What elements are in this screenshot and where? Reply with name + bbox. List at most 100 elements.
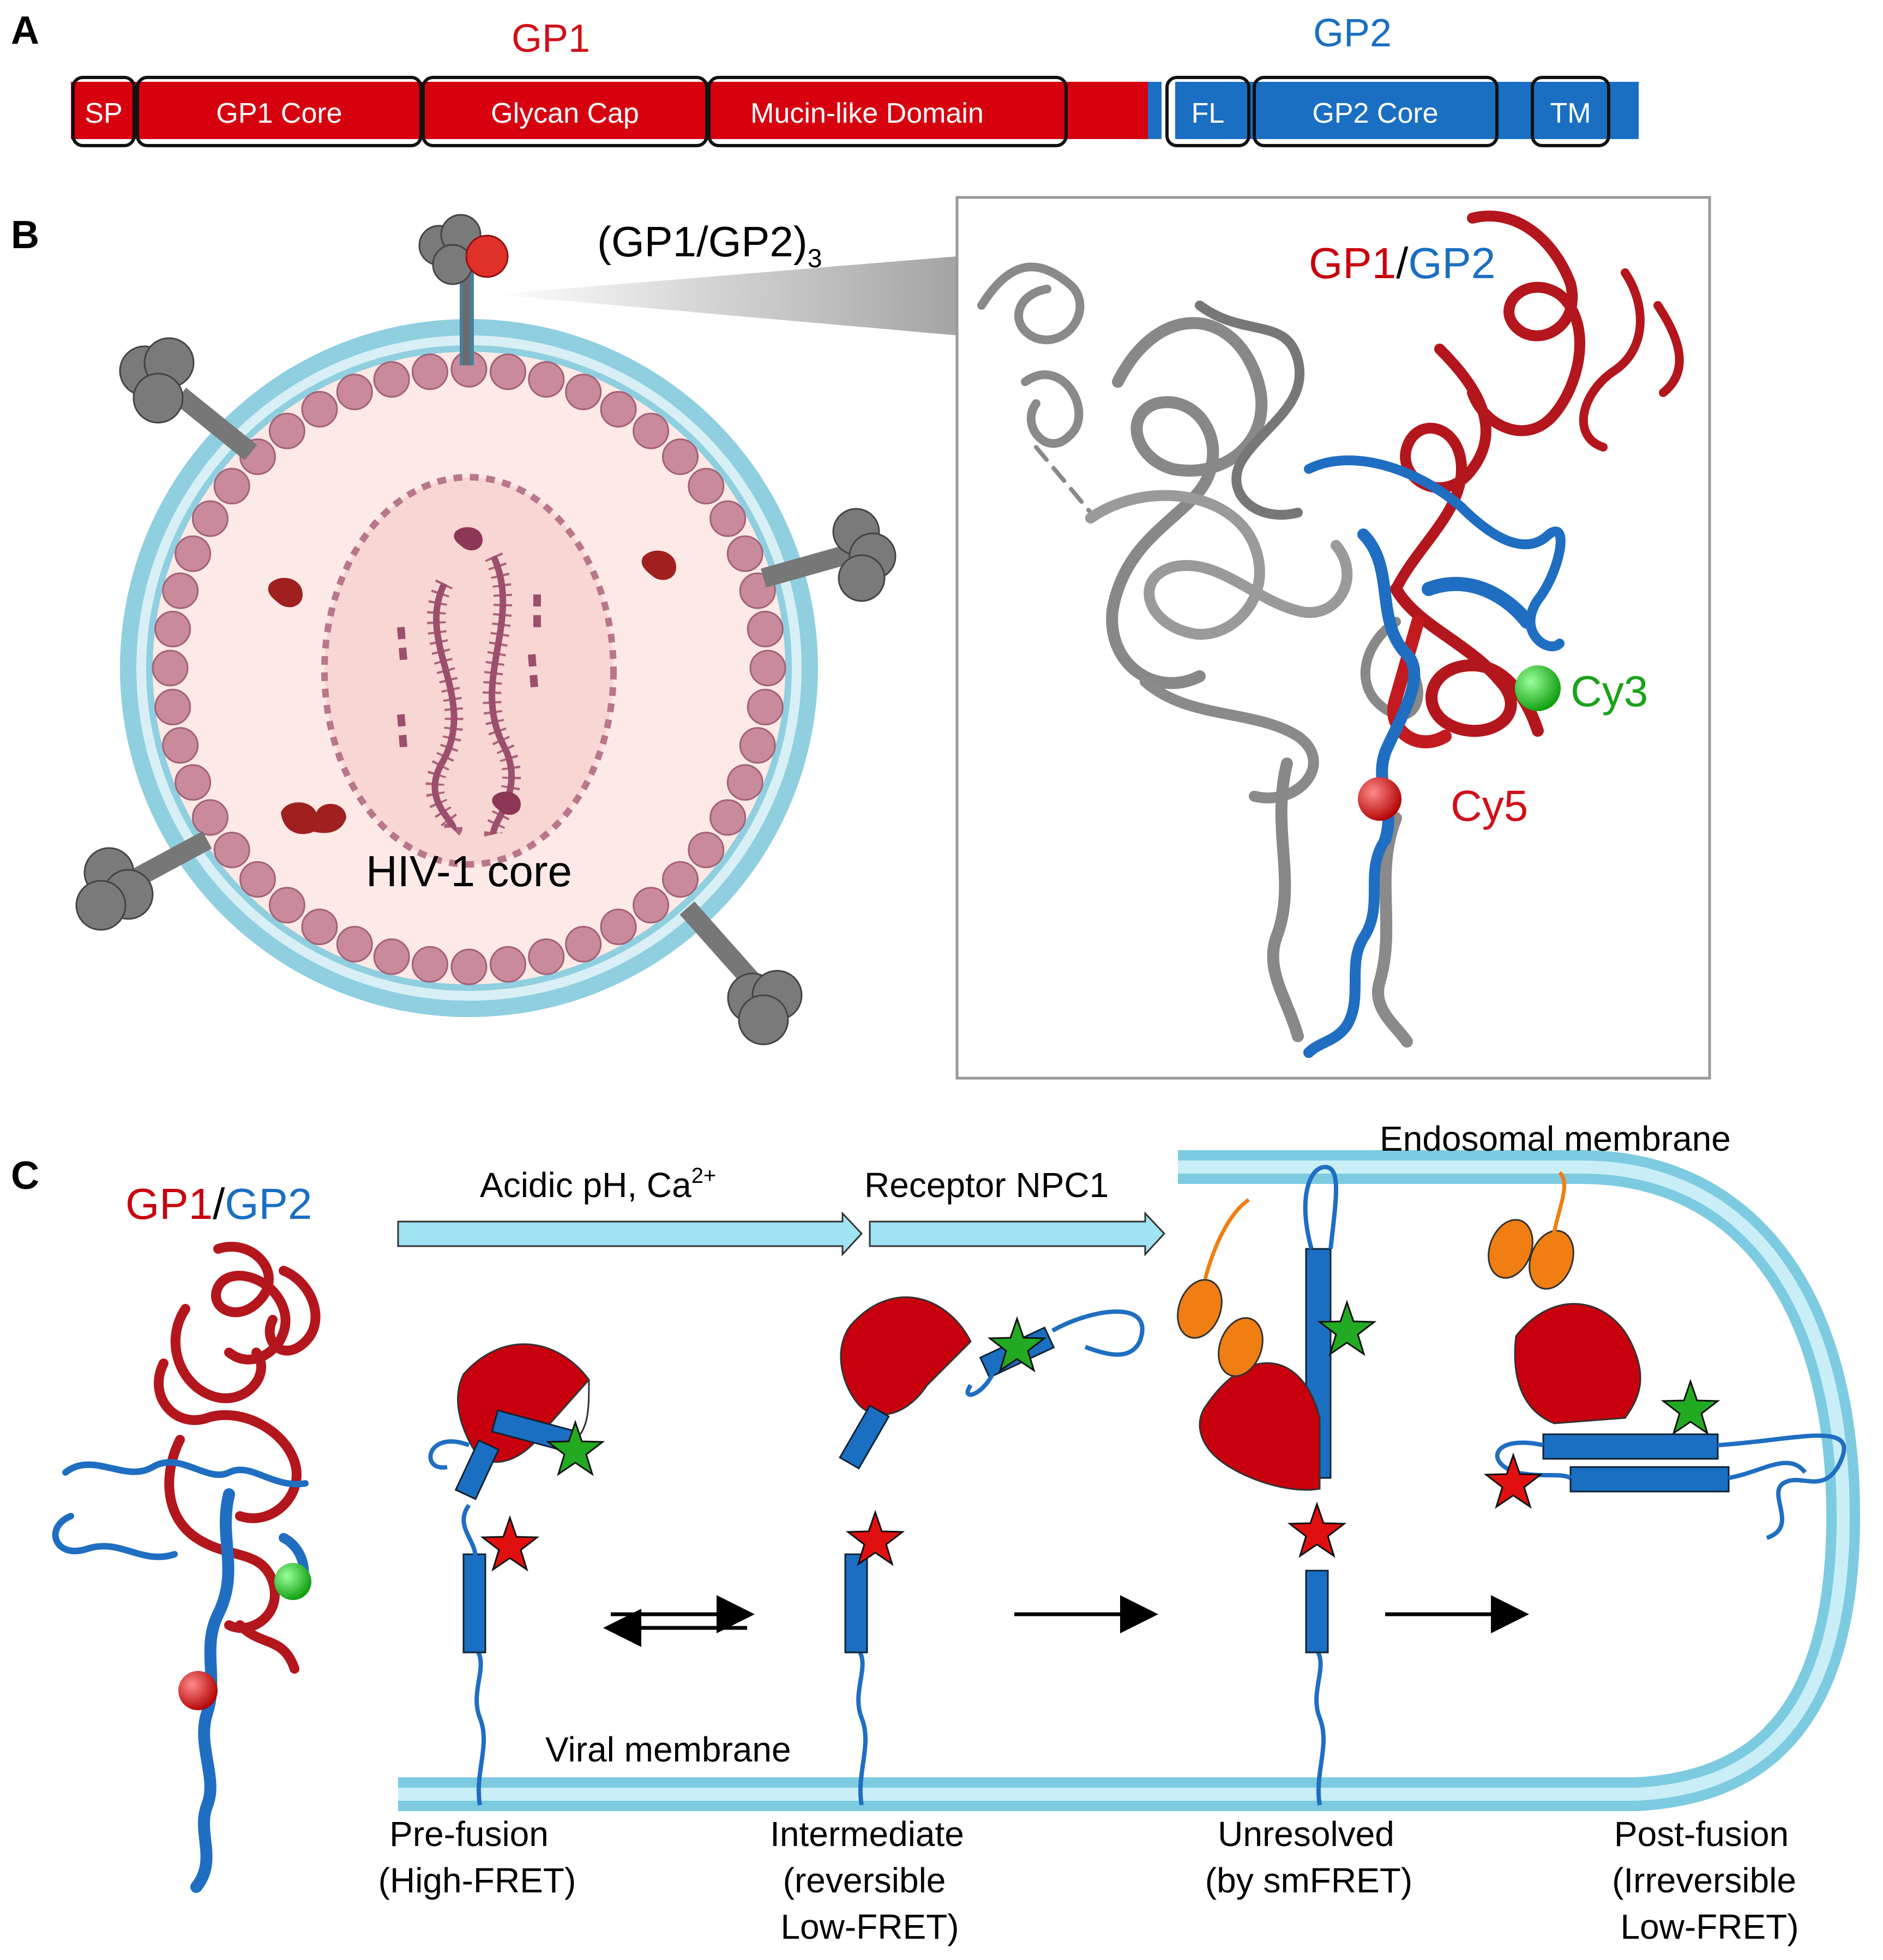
state-2-line1: Intermediate <box>770 1814 964 1854</box>
matrix-bead <box>662 861 699 898</box>
state-2-line2: (reversible <box>783 1861 946 1900</box>
spike-lower-right <box>679 901 803 1045</box>
panel-label-a: A <box>11 9 39 52</box>
spike-right <box>761 508 897 602</box>
matrix-bead <box>152 650 189 687</box>
matrix-bead <box>749 650 786 687</box>
zoom-beam <box>494 256 957 335</box>
matrix-bead <box>191 799 228 836</box>
matrix-bead <box>565 925 602 963</box>
matrix-bead <box>162 727 199 764</box>
segment-glycan-cap: Glycan Cap <box>491 98 639 129</box>
prefusion-state <box>428 1343 604 1806</box>
matrix-bead <box>688 832 725 869</box>
viral-membrane-label: Viral membrane <box>545 1730 791 1769</box>
matrix-bead <box>213 467 250 504</box>
matrix-bead <box>528 361 565 398</box>
matrix-bead <box>154 611 191 647</box>
matrix-bead <box>154 689 191 725</box>
state-1-line2: (High-FRET) <box>378 1861 576 1900</box>
matrix-bead <box>739 727 776 764</box>
spike-upper-left <box>119 337 257 461</box>
matrix-bead <box>709 799 747 836</box>
panel-label-b: B <box>11 213 39 257</box>
matrix-bead <box>709 500 747 537</box>
matrix-layer <box>152 351 786 985</box>
virion <box>120 319 818 1017</box>
state-2-line3: Low-FRET) <box>780 1907 959 1946</box>
matrix-bead <box>175 535 212 572</box>
matrix-bead <box>600 390 637 428</box>
segment-gp1-core: GP1 Core <box>216 98 342 129</box>
cy5-label: Cy5 <box>1451 781 1528 830</box>
matrix-bead <box>213 832 250 869</box>
matrix-bead <box>450 948 488 985</box>
matrix-bead <box>301 390 338 428</box>
matrix-bead <box>239 861 276 898</box>
left-ribbon <box>52 1242 321 1893</box>
matrix-bead <box>747 611 784 647</box>
matrix-bead <box>747 689 784 725</box>
step2-label: Receptor NPC1 <box>864 1165 1109 1205</box>
matrix-bead <box>490 946 526 983</box>
state-1-line1: Pre-fusion <box>389 1814 549 1854</box>
matrix-bead <box>633 887 670 924</box>
matrix-bead <box>301 909 338 946</box>
segment-fl: FL <box>1192 98 1225 129</box>
step1-arrow <box>397 1211 863 1256</box>
state-4-line2: (Irreversible <box>1612 1861 1796 1900</box>
matrix-bead <box>726 535 763 572</box>
matrix-bead <box>268 887 305 924</box>
matrix-bead <box>336 374 373 411</box>
matrix-bead <box>726 764 763 801</box>
trimer-label: (GP1/GP2)3 <box>597 218 822 273</box>
matrix-bead <box>191 500 228 537</box>
matrix-bead <box>412 946 448 983</box>
state-4-line3: Low-FRET) <box>1620 1907 1798 1946</box>
segment-tm: TM <box>1550 98 1591 129</box>
matrix-bead <box>633 412 670 449</box>
state-3-line2: (by smFRET) <box>1205 1861 1412 1900</box>
left-cy5-dye <box>178 1671 218 1710</box>
matrix-bead <box>175 764 212 801</box>
equilibrium-arrows <box>603 1595 755 1647</box>
matrix-bead <box>162 572 199 609</box>
endosomal-membrane-label: Endosomal membrane <box>1380 1119 1731 1158</box>
spike-lower-left <box>75 831 212 931</box>
panel-label-c: C <box>11 1154 39 1198</box>
state-labels: Pre-fusion (High-FRET) Intermediate (rev… <box>378 1814 1799 1946</box>
cy5-dye <box>1358 777 1401 821</box>
segment-sp: SP <box>85 98 122 129</box>
matrix-bead <box>373 938 410 975</box>
step2-arrow <box>869 1211 1166 1256</box>
matrix-bead <box>600 909 637 946</box>
spike-top <box>418 214 509 365</box>
matrix-bead <box>528 938 565 975</box>
matrix-bead <box>268 412 305 449</box>
state-3-line1: Unresolved <box>1218 1814 1394 1854</box>
cy3-label: Cy3 <box>1571 667 1648 716</box>
matrix-bead <box>662 438 699 475</box>
postfusion-state <box>1485 1171 1846 1540</box>
intermediate-state <box>839 1296 1145 1806</box>
step1-label: Acidic pH, Ca2+ <box>480 1164 716 1205</box>
gp1-title: GP1 <box>512 17 590 61</box>
matrix-bead <box>565 374 602 411</box>
gp2-title: GP2 <box>1313 11 1392 55</box>
matrix-bead <box>688 467 725 504</box>
cy3-dye <box>1515 665 1561 711</box>
matrix-bead <box>373 361 410 398</box>
matrix-bead <box>336 925 373 963</box>
domain-bar <box>71 76 1639 147</box>
core-label: HIV-1 core <box>366 847 572 895</box>
structure-legend: GP1/GP2 <box>1309 239 1495 287</box>
matrix-bead <box>412 353 448 390</box>
state-4-line1: Post-fusion <box>1614 1814 1789 1854</box>
unresolved-state <box>1177 1164 1375 1806</box>
segment-mucin: Mucin-like Domain <box>750 98 984 129</box>
matrix-bead <box>490 353 526 390</box>
left-cy3-dye <box>274 1563 311 1600</box>
left-structure-legend: GP1/GP2 <box>125 1180 312 1228</box>
segment-gp2-core: GP2 Core <box>1312 98 1438 129</box>
